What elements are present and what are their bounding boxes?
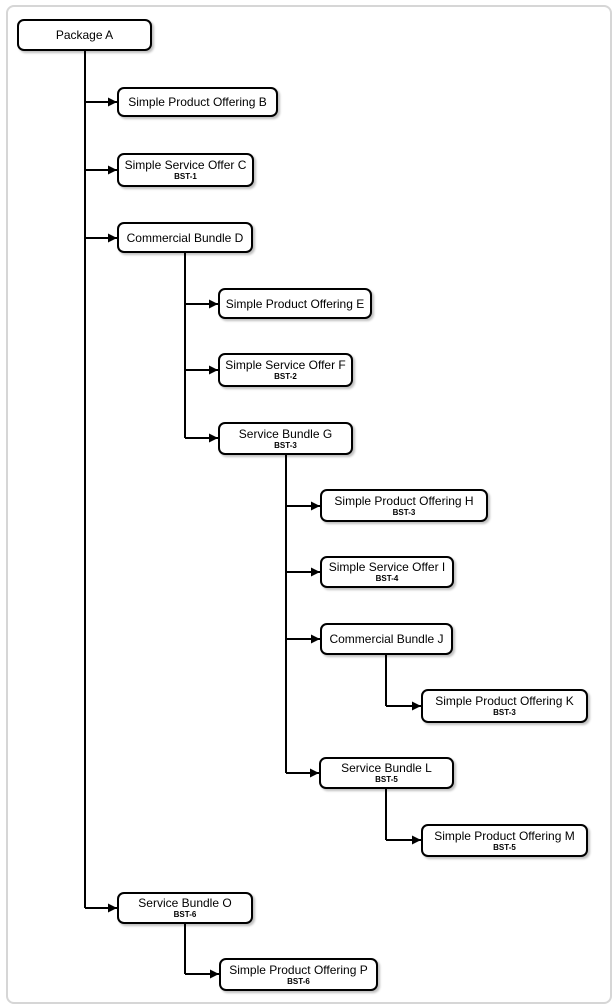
- node-service-bundle-l[interactable]: Service Bundle L BST-5: [319, 757, 454, 789]
- node-sublabel: BST-3: [274, 440, 297, 450]
- node-label: Commercial Bundle J: [329, 632, 444, 646]
- node-label: Simple Service Offer F: [225, 358, 346, 372]
- node-label: Simple Product Offering E: [225, 296, 365, 311]
- node-label: Simple Service Offer I: [328, 560, 446, 574]
- node-simple-service-offer-c[interactable]: Simple Service Offer C BST-1: [117, 153, 254, 187]
- node-sublabel: BST-5: [375, 775, 398, 784]
- node-sublabel: BST-3: [392, 507, 416, 517]
- node-label: Service Bundle O: [138, 896, 232, 910]
- node-service-bundle-o[interactable]: Service Bundle O BST-6: [117, 892, 253, 924]
- node-simple-product-offering-k[interactable]: Simple Product Offering K BST-3: [421, 689, 588, 723]
- node-package-a[interactable]: Package A: [17, 19, 152, 51]
- node-simple-product-offering-p[interactable]: Simple Product Offering P BST-6: [219, 958, 378, 991]
- node-label: Simple Service Offer C: [124, 158, 247, 172]
- node-sublabel: BST-6: [287, 976, 310, 986]
- node-commercial-bundle-j[interactable]: Commercial Bundle J: [320, 623, 453, 655]
- node-simple-service-offer-i[interactable]: Simple Service Offer I BST-4: [320, 556, 454, 588]
- node-simple-product-offering-e[interactable]: Simple Product Offering E: [218, 288, 372, 319]
- node-service-bundle-g[interactable]: Service Bundle G BST-3: [218, 422, 353, 455]
- node-sublabel: BST-5: [493, 842, 516, 852]
- node-label: Package A: [55, 28, 114, 42]
- node-sublabel: BST-2: [274, 372, 297, 381]
- node-sublabel: BST-4: [375, 574, 399, 583]
- node-sublabel: BST-6: [173, 910, 197, 919]
- node-sublabel: BST-1: [174, 172, 197, 181]
- node-label: Simple Product Offering K: [435, 694, 574, 708]
- node-simple-product-offering-h[interactable]: Simple Product Offering H BST-3: [320, 489, 488, 522]
- node-simple-service-offer-f[interactable]: Simple Service Offer F BST-2: [218, 353, 353, 387]
- node-simple-product-offering-b[interactable]: Simple Product Offering B: [117, 87, 278, 117]
- node-label: Service Bundle G: [238, 426, 333, 441]
- node-label: Simple Product Offering M: [434, 828, 575, 843]
- node-label: Simple Product Offering P: [229, 962, 368, 977]
- node-label: Commercial Bundle D: [126, 230, 244, 245]
- node-simple-product-offering-m[interactable]: Simple Product Offering M BST-5: [421, 824, 588, 857]
- node-commercial-bundle-d[interactable]: Commercial Bundle D: [117, 222, 253, 253]
- node-sublabel: BST-3: [493, 708, 516, 717]
- node-label: Simple Product Offering H: [334, 493, 474, 508]
- node-label: Service Bundle L: [341, 761, 432, 775]
- node-label: Simple Product Offering B: [128, 95, 267, 109]
